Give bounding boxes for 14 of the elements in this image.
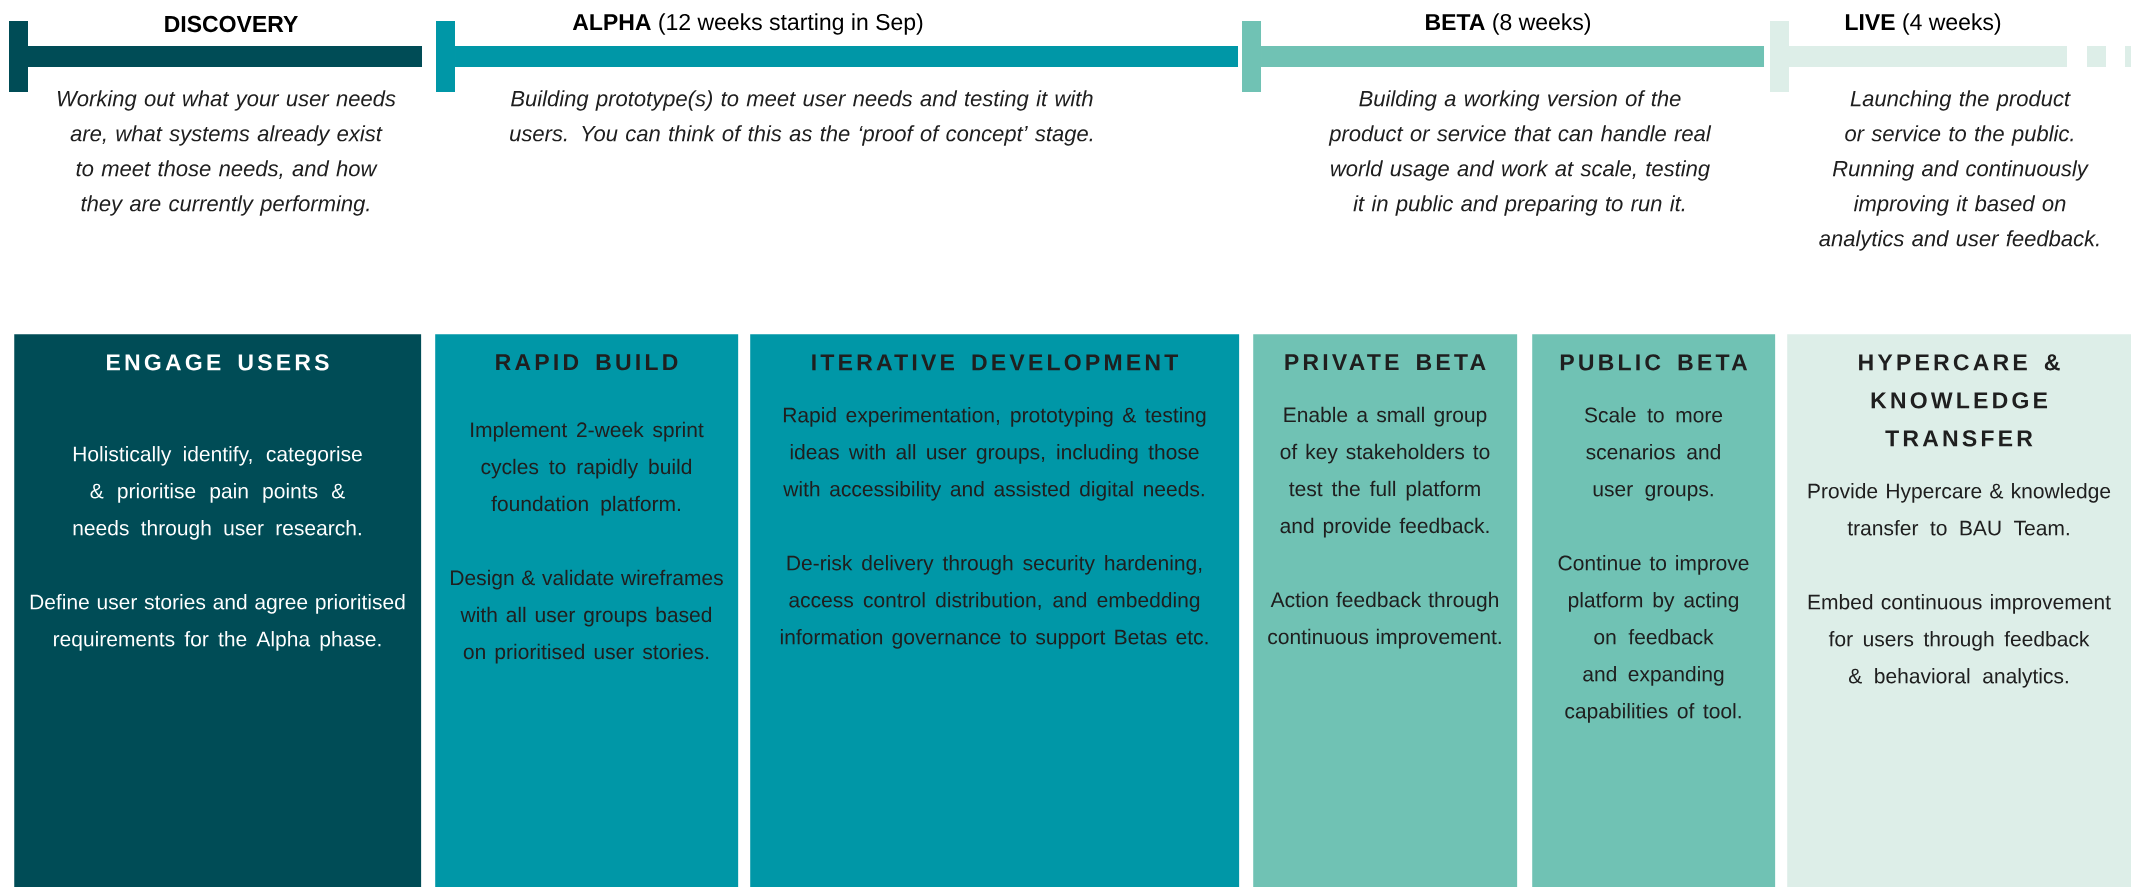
phase-description: Building prototype(s) to meet user needs and testing it with users. You can think of this as the ‘proof of concept’ stage.: [510, 90, 1093, 146]
stage-box: HYPERCARE & KNOWLEDGE TRANSFER Provide Hypercare & knowledge transfer to BAU Team. Embed continuous improvement for users through feedback & behavioral analytics.: [1787, 334, 2131, 887]
phase-title: DISCOVERY: [165, 15, 298, 33]
phase-title: LIVE (4 weeks): [1845, 13, 2001, 35]
stage-box: ENGAGE USERS Holistically identify, categorise & prioritise pain points & needs through user research. Define user stories and agree prioritised requirements for the Alpha phase.: [14, 334, 422, 887]
phase-description: Building a working version of the product or service that can handle real world usage and work at scale, testing it in public and preparing to run it.: [1328, 90, 1712, 216]
stage-box: PUBLIC BETA Scale to more scenarios and user groups. Continue to improve platform by acting on feedback and expanding capabilities of tool.: [1532, 334, 1776, 887]
phase-title: ALPHA (12 weeks starting in Sep): [572, 13, 923, 35]
stage-box: PRIVATE BETA Enable a small group of key stakeholders to test the full platform and provide feedback. Action feedback through continuous improvement.: [1253, 334, 1518, 887]
phase-description: Launching the product or service to the public. Running and continuously improving it based on analytics and user feedback.: [1819, 90, 2099, 251]
phase-title: BETA (8 weeks): [1426, 13, 1591, 35]
stage-box: RAPID BUILD Implement 2-week sprint cycles to rapidly build foundation platform. Design & validate wireframes with all user groups based on prioritised user stories.: [435, 334, 739, 887]
phase-description: Working out what your user needs are, what systems already exist to meet those needs, and how they are currently performing.: [57, 90, 396, 216]
stage-box: ITERATIVE DEVELOPMENT Rapid experimentation, prototyping & testing ideas with all user groups, including those with accessibility and assisted digital needs. De-risk delivery through security hardening, access control distribution, and embedding information governance to support Betas etc.: [750, 334, 1240, 887]
